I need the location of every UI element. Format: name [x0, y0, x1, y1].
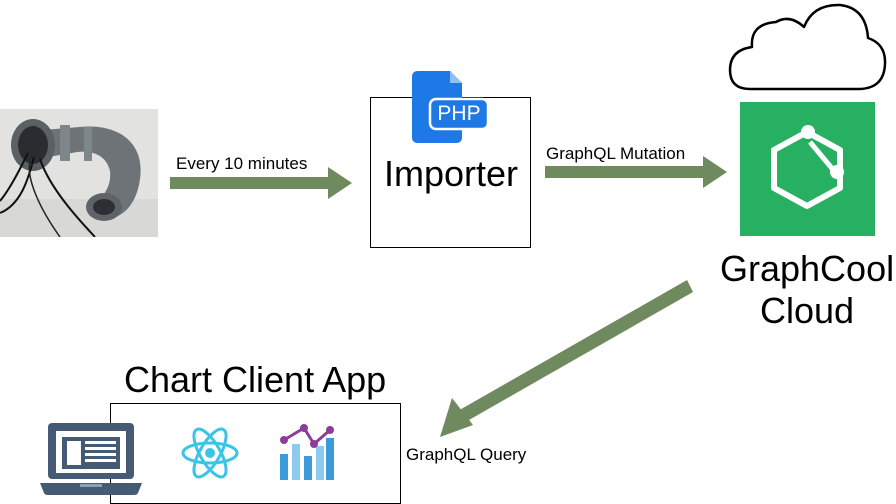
sensor-photo [0, 109, 158, 238]
php-badge-text: PHP [437, 102, 481, 125]
importer-title: Importer [384, 153, 519, 194]
php-file-icon: PHP [412, 71, 490, 143]
react-icon [180, 425, 240, 481]
cloud-icon [728, 2, 888, 92]
graphcool-title-line1: GraphCool [720, 248, 895, 289]
graphcool-title-line2: Cloud [760, 290, 855, 331]
arrow-graphcool-to-client [440, 280, 693, 437]
graphcool-logo-icon [740, 102, 875, 236]
query-label: GraphQL Query [406, 445, 527, 464]
arrow-importer-to-graphcool [545, 156, 727, 188]
trigger-label: Every 10 minutes [176, 154, 308, 173]
laptop-icon [40, 423, 142, 495]
client-box [110, 403, 401, 504]
client-title: Chart Client App [124, 359, 387, 400]
mutation-label: GraphQL Mutation [546, 144, 686, 163]
arrow-sensor-to-importer [170, 167, 352, 199]
bar-chart-icon [278, 424, 338, 480]
